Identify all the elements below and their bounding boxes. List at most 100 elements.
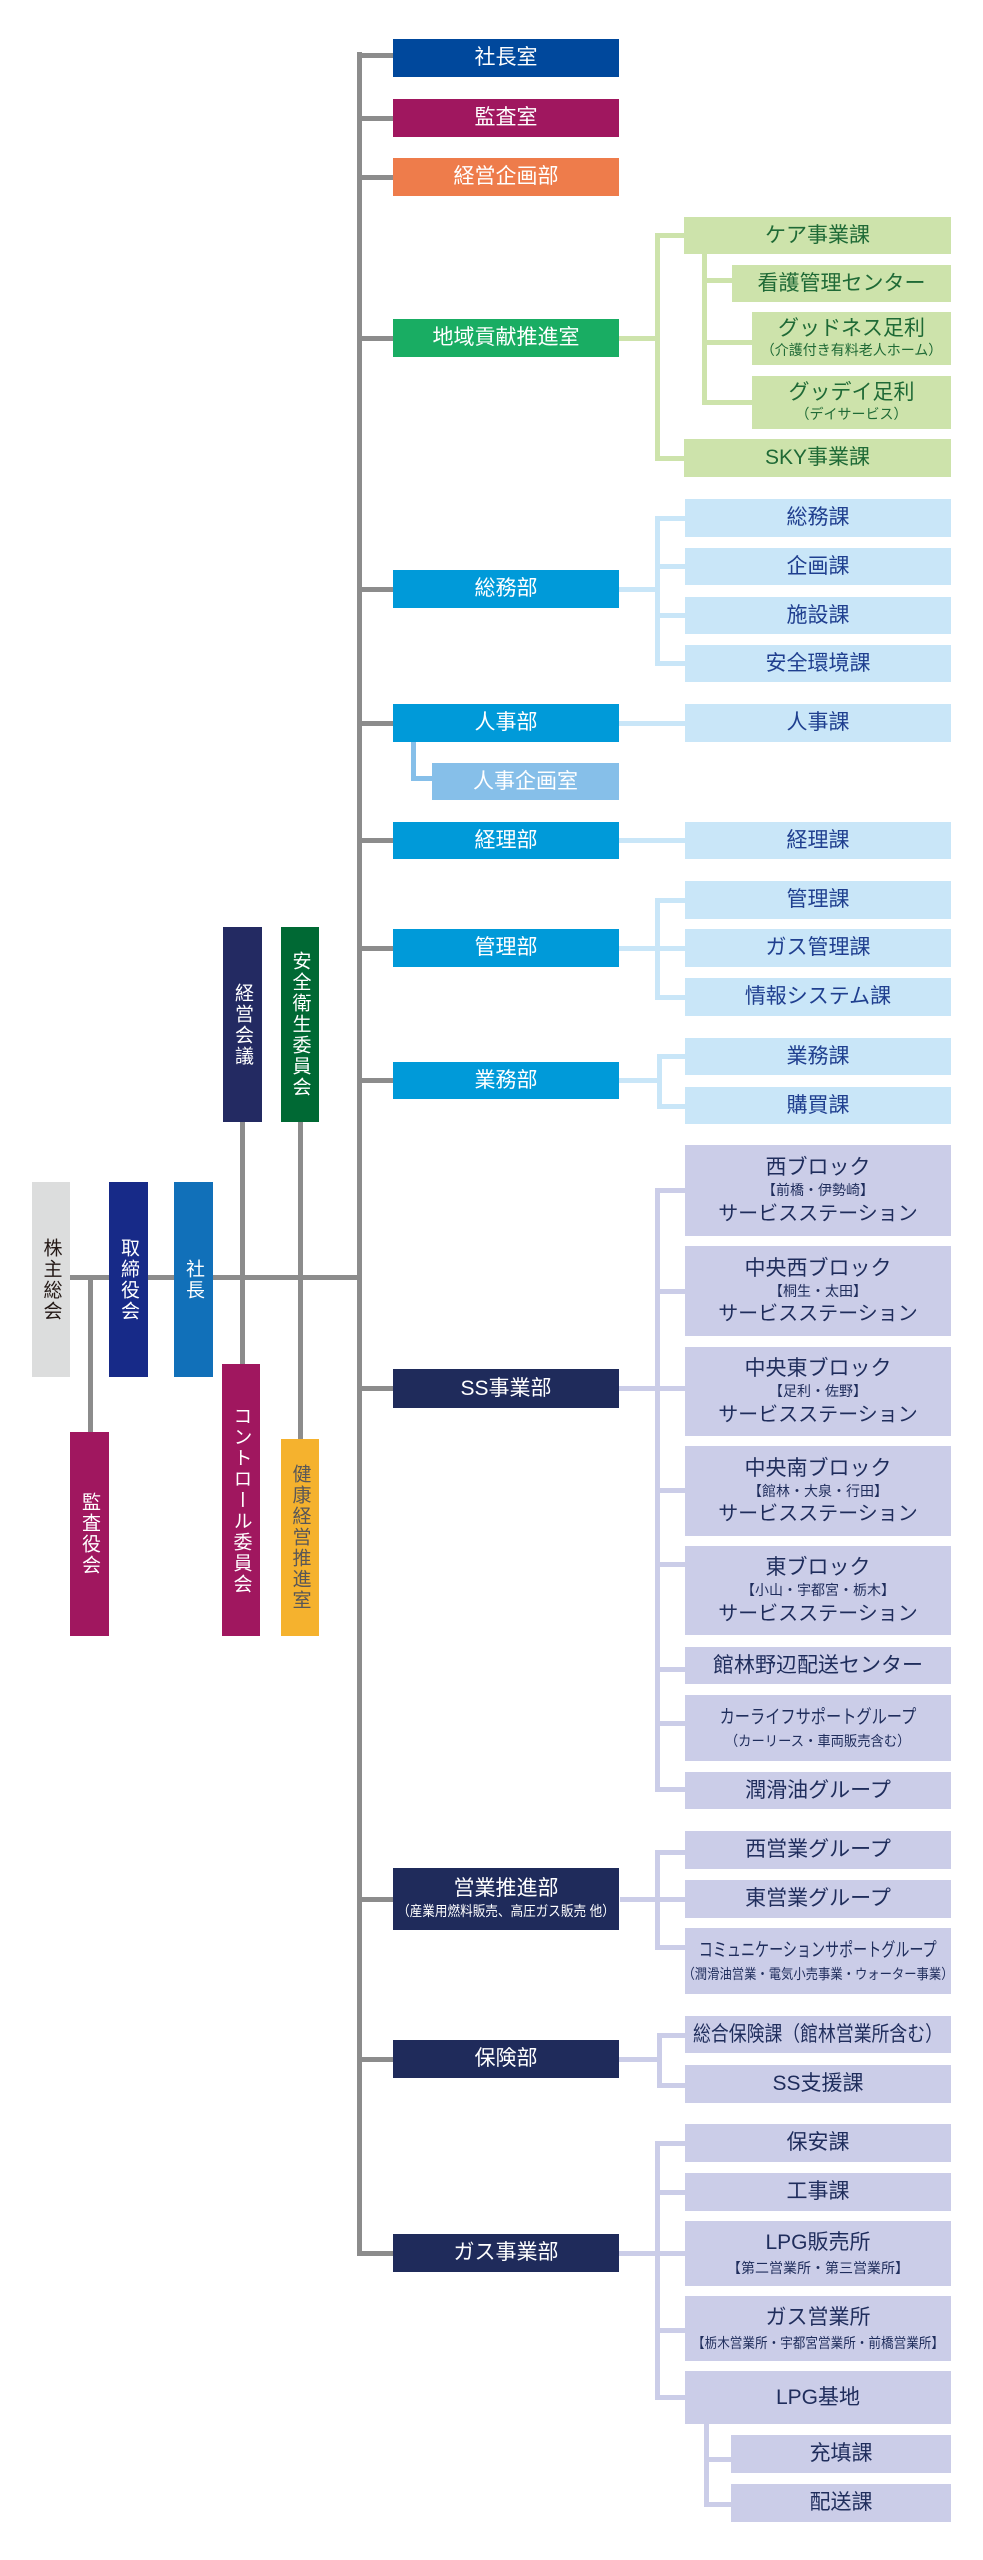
unit-label: ケア事業課: [765, 223, 870, 247]
dept-label: 社長室: [474, 46, 538, 70]
connector-line: [655, 516, 660, 666]
unit-label: 中央西ブロック: [744, 1256, 892, 1280]
connector-line: [619, 2251, 685, 2256]
shareholders-meeting-box: 株主総会: [32, 1182, 70, 1377]
unit-lubricant-group: 潤滑油グループ: [685, 1772, 951, 1809]
branch-line: [357, 587, 393, 592]
unit-type: サービスステーション: [718, 1303, 918, 1326]
dept-label: ガス事業部: [453, 2241, 559, 2265]
unit-type: サービスステーション: [718, 1202, 918, 1225]
management-meeting-box: 経営会議: [223, 927, 262, 1122]
unit-label: 潤滑油グループ: [745, 1778, 891, 1802]
unit-sky-business: SKY事業課: [684, 439, 951, 477]
branch-line: [357, 721, 393, 726]
dept-label: 人事部: [474, 711, 538, 735]
connector-line: [657, 1054, 662, 1109]
unit-label: 施設課: [786, 603, 850, 627]
unit-note: 【栃木営業所・宇都宮営業所・前橋営業所】: [692, 2334, 944, 2351]
unit-label: 企画課: [786, 554, 850, 578]
connector-line: [619, 2057, 661, 2062]
connector-line: [704, 2424, 709, 2507]
unit-filling-section: 充填課: [731, 2435, 951, 2473]
dept-insurance: 保険部: [393, 2040, 619, 2078]
unit-accounting-section: 経理課: [685, 822, 951, 859]
unit-label: 総務課: [786, 506, 850, 530]
unit-communication-support-group: コミュニケーションサポートグループ （潤滑油営業・電気小売事業・ウォーター事業）: [682, 1928, 954, 1994]
safety-health-committee-box: 安全衛生委員会: [281, 927, 319, 1122]
connector-line: [620, 1897, 685, 1902]
unit-security-section: 保安課: [685, 2124, 951, 2162]
governance-line: [70, 1275, 360, 1280]
connector-line: [655, 564, 685, 569]
unit-operations-section: 業務課: [685, 1038, 951, 1075]
unit-general-affairs-section: 総務課: [685, 499, 951, 537]
dept-president-office: 社長室: [393, 39, 619, 77]
branch-line: [357, 2057, 393, 2062]
unit-car-life-support-group: カーライフサポートグループ （カーリース・車両販売含む）: [685, 1695, 951, 1761]
connector-line: [657, 2033, 685, 2038]
branch-line: [357, 2251, 393, 2256]
unit-label: 人事課: [786, 711, 850, 735]
connector-line: [655, 1562, 685, 1567]
unit-label: 保安課: [786, 2131, 850, 2155]
unit-area: 【館林・大泉・行田】: [748, 1482, 888, 1499]
branch-line: [357, 336, 393, 341]
connector-line: [619, 946, 685, 951]
unit-area: 【小山・宇都宮・栃木】: [741, 1582, 895, 1599]
health-management-office-label: 健康経営推進室: [289, 1464, 311, 1611]
unit-label: SS支援課: [772, 2072, 864, 2096]
unit-lpg-sales-office: LPG販売所 【第二営業所・第三営業所】: [685, 2221, 951, 2286]
dept-label: 地域貢献推進室: [432, 326, 580, 350]
unit-lpg-base: LPG基地: [685, 2371, 951, 2424]
dept-management: 管理部: [393, 929, 619, 967]
connector-line: [655, 898, 685, 903]
unit-gas-sales-office: ガス営業所 【栃木営業所・宇都宮営業所・前橋営業所】: [685, 2296, 951, 2361]
unit-purchasing-section: 購買課: [685, 1087, 951, 1124]
connector-line: [655, 1850, 685, 1855]
unit-area: 【足利・佐野】: [769, 1383, 867, 1400]
dept-corporate-planning: 経営企画部: [393, 158, 619, 196]
unit-label: カーライフサポートグループ: [719, 1707, 917, 1729]
audit-board-box: 監査役会: [70, 1432, 109, 1636]
dept-note: （産業用燃料販売、高圧ガス販売 他）: [397, 1903, 615, 1920]
connector-line: [619, 587, 659, 592]
unit-care-business: ケア事業課: [684, 217, 951, 254]
unit-label: 中央東ブロック: [744, 1357, 892, 1381]
branch-line: [357, 838, 393, 843]
unit-label: 西営業グループ: [745, 1838, 891, 1862]
connector-line: [655, 1787, 685, 1792]
connector-line: [702, 278, 732, 283]
unit-label: 充填課: [809, 2442, 873, 2466]
governance-line: [88, 1277, 93, 1432]
shareholders-meeting-label: 株主総会: [40, 1237, 62, 1322]
dept-label: 監査室: [474, 106, 538, 130]
unit-label: 情報システム課: [744, 985, 892, 1009]
unit-label: ガス営業所: [765, 2306, 871, 2330]
board-of-directors-label: 取締役会: [118, 1237, 139, 1322]
connector-line: [655, 1488, 685, 1493]
unit-label: 安全環境課: [765, 651, 871, 675]
health-management-office-box: 健康経営推進室: [281, 1439, 319, 1636]
unit-general-insurance-section: 総合保険課（館林営業所含む）: [685, 2016, 951, 2053]
management-meeting-label: 経営会議: [232, 982, 253, 1067]
connector-line: [655, 2328, 685, 2333]
connector-line: [619, 336, 659, 341]
unit-hr-section: 人事課: [685, 704, 951, 742]
unit-east-block: 東ブロック 【小山・宇都宮・栃木】 サービスステーション: [685, 1546, 951, 1635]
connector-line: [655, 1850, 660, 1950]
unit-label: 館林野辺配送センター: [713, 1653, 923, 1677]
unit-label: 西ブロック: [765, 1156, 871, 1180]
president-label: 社長: [183, 1258, 204, 1301]
board-of-directors-box: 取締役会: [109, 1182, 148, 1377]
connector-line: [702, 340, 752, 345]
connector-line: [655, 516, 685, 521]
dept-sales-promotion: 営業推進部 （産業用燃料販売、高圧ガス販売 他）: [393, 1868, 619, 1930]
branch-line: [357, 116, 393, 121]
unit-label: コミュニケーションサポートグループ: [699, 1940, 937, 1962]
unit-label: 配送課: [809, 2491, 873, 2515]
connector-line: [655, 1721, 685, 1726]
unit-nursing-center: 看護管理センター: [732, 265, 951, 302]
unit-tatebayashi-delivery-center: 館林野辺配送センター: [685, 1647, 951, 1684]
unit-label: 工事課: [786, 2180, 850, 2204]
unit-central-east-block: 中央東ブロック 【足利・佐野】 サービスステーション: [685, 1347, 951, 1436]
